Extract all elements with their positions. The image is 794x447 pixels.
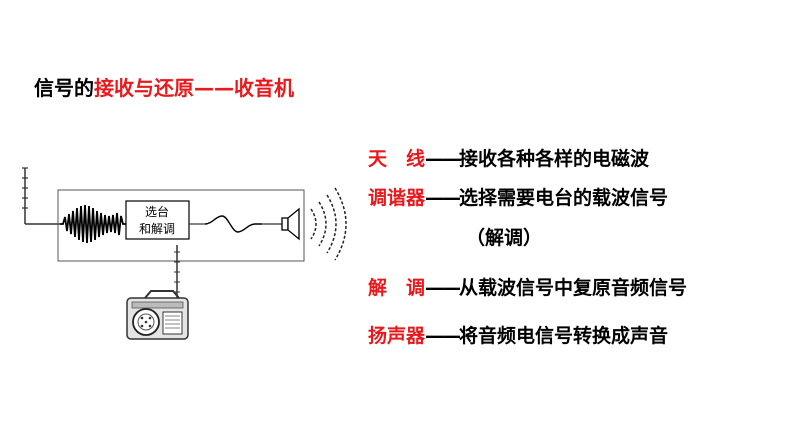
part-term: 扬声器 bbox=[368, 325, 426, 347]
speaker-icon bbox=[281, 207, 300, 241]
page-title: 信号的接收与还原——收音机 bbox=[34, 72, 294, 101]
carrier-wave-icon bbox=[60, 204, 126, 244]
part-dash: —— bbox=[425, 148, 461, 170]
part-desc: 从载波信号中复原音频信号 bbox=[459, 277, 688, 299]
part-row-tuner-note: （解调） bbox=[466, 223, 542, 250]
tuner-box-label-line1: 选台 bbox=[145, 204, 169, 219]
part-row-antenna: 天 线——接收各种各样的电磁波 bbox=[368, 144, 649, 171]
audio-wave-icon bbox=[204, 215, 262, 233]
antenna-icon bbox=[22, 167, 60, 225]
tuner-box bbox=[125, 200, 190, 240]
part-term: 调谐器 bbox=[368, 187, 426, 209]
part-desc: （解调） bbox=[466, 227, 543, 249]
tuner-box-label-line2: 和解调 bbox=[139, 222, 175, 236]
title-highlight: 接收与还原 bbox=[94, 76, 194, 100]
part-row-tuner: 调谐器——选择需要电台的载波信号 bbox=[368, 183, 668, 210]
part-row-speaker: 扬声器——将音频电信号转换成声音 bbox=[368, 321, 668, 348]
part-desc: 选择需要电台的载波信号 bbox=[459, 187, 669, 209]
portable-radio-icon bbox=[126, 245, 189, 340]
part-desc: 接收各种各样的电磁波 bbox=[459, 148, 650, 170]
part-term: 天 线 bbox=[368, 148, 426, 170]
part-desc: 将音频电信号转换成声音 bbox=[459, 325, 669, 347]
part-dash: —— bbox=[425, 277, 461, 299]
title-prefix: 信号的 bbox=[34, 76, 94, 100]
part-row-demodulation: 解 调——从载波信号中复原音频信号 bbox=[368, 273, 687, 300]
title-dash: —— bbox=[194, 76, 234, 100]
sound-waves-icon bbox=[310, 187, 347, 261]
part-dash: —— bbox=[425, 187, 461, 209]
receiver-enclosure bbox=[57, 189, 305, 262]
part-dash: —— bbox=[425, 325, 461, 347]
part-term: 解 调 bbox=[368, 277, 426, 299]
title-suffix: 收音机 bbox=[234, 76, 294, 100]
